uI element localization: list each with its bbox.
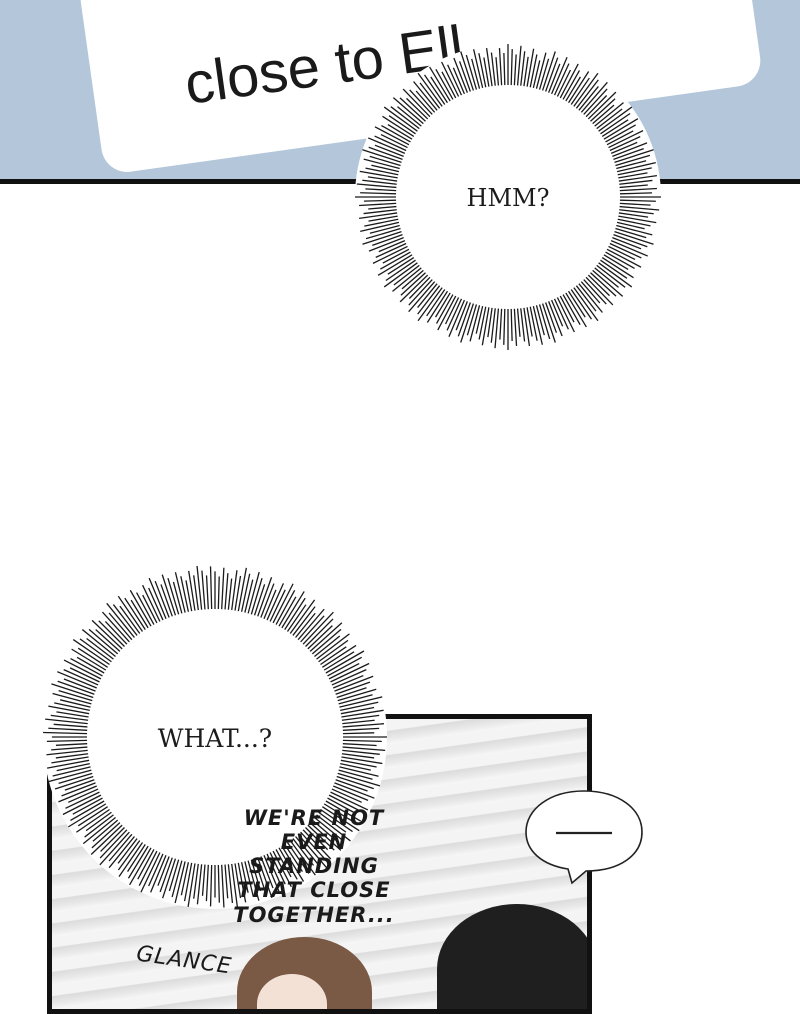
burst-what-text: WHAT...?	[157, 724, 273, 753]
thought-burst-what: WHAT...?	[40, 564, 390, 910]
burst-lines	[355, 44, 661, 350]
thought-burst-hmm: HMM?	[352, 44, 664, 350]
speech-bubble	[524, 787, 644, 885]
speech-bubble-shape	[525, 790, 643, 885]
burst-hmm-text: HMM?	[466, 184, 550, 212]
narration-text: WE'RE NOT EVEN STANDING THAT CLOSE TOGET…	[214, 806, 414, 927]
character-dark-hair	[437, 904, 587, 1009]
narration-line: WE'RE NOT	[243, 806, 385, 830]
narration-line: EVEN STANDING	[249, 830, 379, 879]
narration-line: THAT CLOSE	[237, 878, 391, 903]
narration-line: TOGETHER...	[233, 902, 395, 927]
burst-lines	[43, 565, 387, 909]
